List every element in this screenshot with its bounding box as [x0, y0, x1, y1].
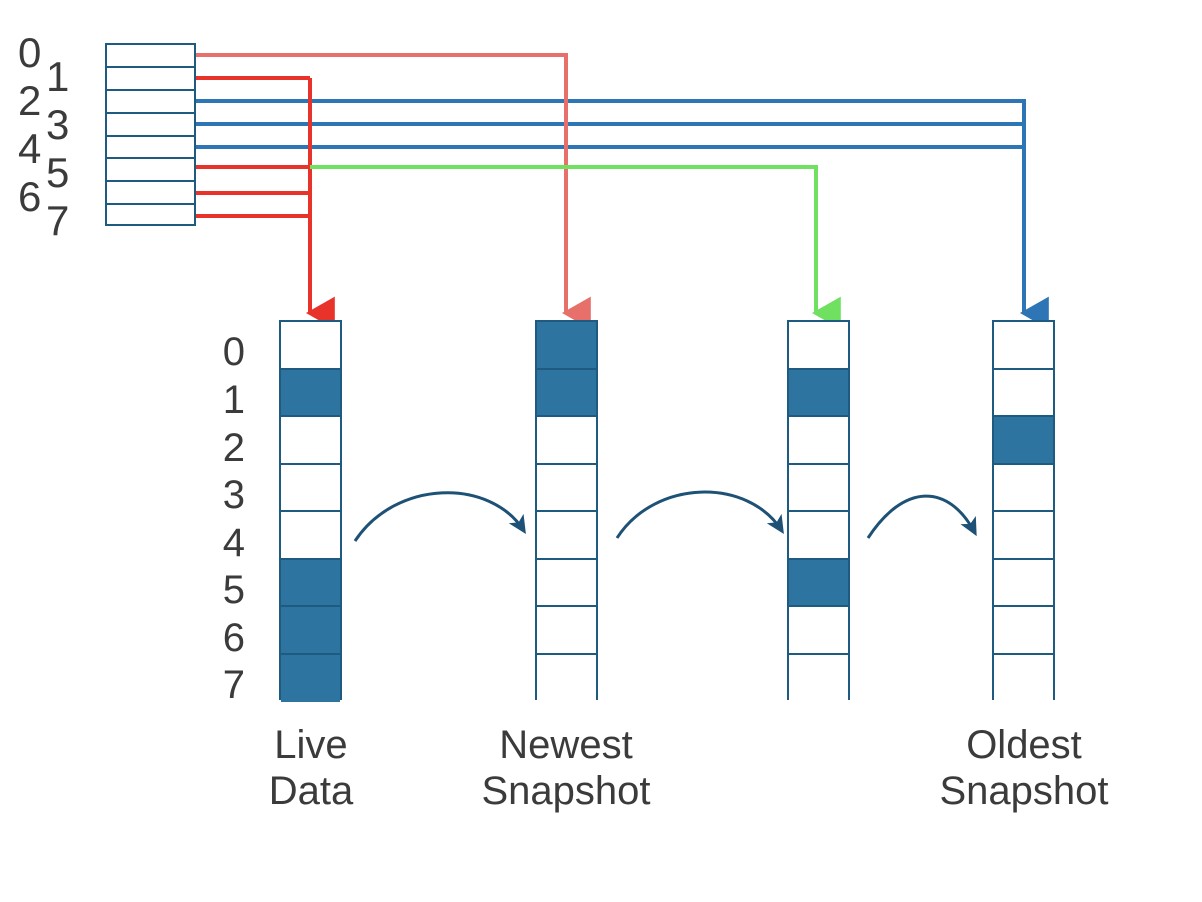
caption-newest-snapshot: Newest Snapshot — [481, 723, 651, 813]
cell-newest-snapshot-5 — [537, 559, 596, 607]
cell-live-data-7 — [281, 654, 340, 702]
cell-oldest-snapshot-7 — [994, 654, 1053, 702]
cell-newest-snapshot-2 — [537, 417, 596, 465]
cell-middle-snapshot-5 — [789, 559, 848, 607]
source-row-7 — [107, 205, 194, 228]
cell-middle-snapshot-1 — [789, 369, 848, 417]
source-row-1 — [107, 68, 194, 91]
cell-newest-snapshot-6 — [537, 607, 596, 655]
column-newest-snapshot — [535, 320, 598, 702]
column-row-label-5: 5 — [222, 568, 245, 612]
cell-oldest-snapshot-4 — [994, 512, 1053, 560]
flow-arrow-newest-to-middle — [615, 490, 784, 539]
cell-oldest-snapshot-0 — [994, 322, 1053, 370]
column-middle-snapshot — [787, 320, 850, 702]
wire-row5-to-middle — [310, 165, 841, 330]
cell-oldest-snapshot-6 — [994, 607, 1053, 655]
cell-newest-snapshot-4 — [537, 512, 596, 560]
column-row-label-0: 0 — [222, 330, 245, 374]
cell-live-data-4 — [281, 512, 340, 560]
flow-arrow-live-to-newest — [353, 491, 526, 542]
cell-oldest-snapshot-3 — [994, 464, 1053, 512]
column-row-label-4: 4 — [222, 521, 245, 565]
cell-oldest-snapshot-1 — [994, 369, 1053, 417]
column-oldest-snapshot — [992, 320, 1055, 702]
column-row-label-1: 1 — [222, 378, 245, 422]
cell-live-data-0 — [281, 322, 340, 370]
cell-middle-snapshot-3 — [789, 464, 848, 512]
source-row-4 — [107, 137, 194, 160]
source-index-label-0: 0 — [18, 29, 42, 76]
caption-oldest-snapshot: Oldest Snapshot — [939, 723, 1109, 813]
source-row-0 — [107, 45, 194, 68]
wire-row0-to-newest — [148, 53, 591, 330]
cell-middle-snapshot-4 — [789, 512, 848, 560]
source-index-label-4: 4 — [18, 125, 42, 172]
cell-live-data-2 — [281, 417, 340, 465]
cell-newest-snapshot-1 — [537, 369, 596, 417]
wire-row2-to-oldest — [148, 99, 1026, 312]
source-index-label-2: 2 — [18, 77, 42, 124]
cell-middle-snapshot-2 — [789, 417, 848, 465]
source-row-5 — [107, 159, 194, 183]
cell-oldest-snapshot-2 — [994, 417, 1053, 465]
cell-middle-snapshot-6 — [789, 607, 848, 655]
column-row-label-6: 6 — [222, 616, 245, 660]
source-index-label-5: 5 — [46, 149, 70, 196]
source-index-label-6: 6 — [18, 173, 42, 220]
column-row-label-2: 2 — [222, 426, 245, 470]
cell-live-data-5 — [281, 559, 340, 607]
cell-live-data-3 — [281, 464, 340, 512]
source-index-label-1: 1 — [46, 53, 70, 100]
flow-arrow-middle-to-oldest — [866, 494, 977, 539]
source-index-label-7: 7 — [46, 197, 70, 244]
source-row-2 — [107, 91, 194, 114]
cell-middle-snapshot-7 — [789, 654, 848, 702]
source-row-6 — [107, 182, 194, 206]
source-row-3 — [107, 114, 194, 137]
cell-live-data-1 — [281, 369, 340, 417]
cell-newest-snapshot-3 — [537, 464, 596, 512]
cell-live-data-6 — [281, 607, 340, 655]
cell-newest-snapshot-0 — [537, 322, 596, 370]
source-index-label-3: 3 — [46, 101, 70, 148]
cell-middle-snapshot-0 — [789, 322, 848, 370]
source-index-table — [105, 43, 196, 226]
column-live-data — [279, 320, 342, 702]
column-row-label-7: 7 — [222, 663, 245, 707]
column-row-label-3: 3 — [222, 473, 245, 517]
cell-oldest-snapshot-5 — [994, 559, 1053, 607]
caption-live-data: Live Data — [268, 723, 354, 813]
cell-newest-snapshot-7 — [537, 654, 596, 702]
